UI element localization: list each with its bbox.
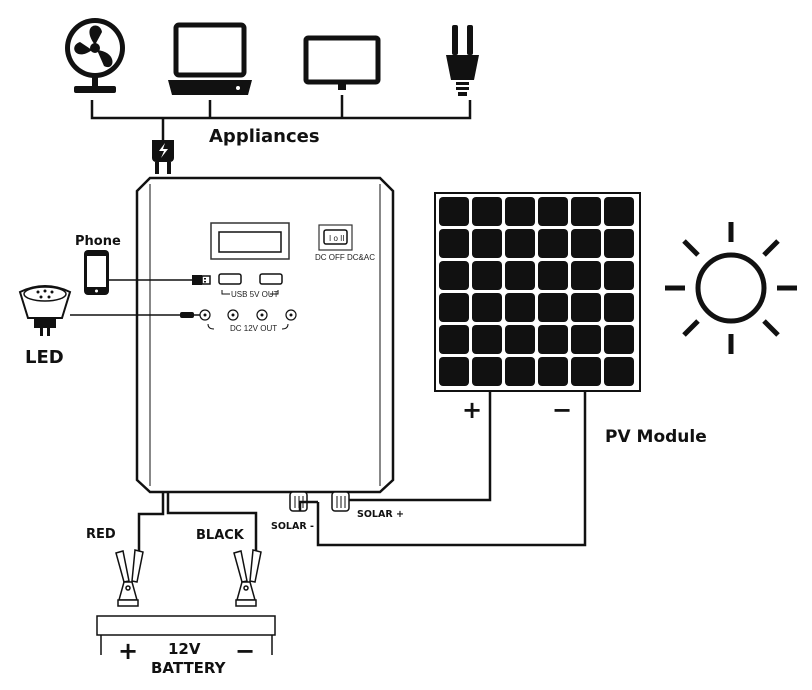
usb-port[interactable] <box>259 273 283 285</box>
solar-cell <box>604 197 634 226</box>
laptop-icon <box>168 22 252 95</box>
led-label: LED <box>25 347 64 368</box>
black-label: BLACK <box>196 528 245 543</box>
pv-plus-label: + <box>462 396 482 424</box>
battery-label: BATTERY <box>151 659 227 677</box>
solar-cell <box>505 325 535 354</box>
solar-cell <box>472 357 502 386</box>
solar-cell <box>472 229 502 258</box>
solar-cell <box>604 229 634 258</box>
solar-cell <box>505 229 535 258</box>
monitor-icon <box>303 35 381 90</box>
solar-cell <box>439 325 469 354</box>
pv-wires <box>316 391 587 547</box>
solar-cell <box>505 261 535 290</box>
solar-cell <box>505 357 535 386</box>
solar-minus-label: SOLAR - <box>271 521 314 532</box>
solar-cell <box>439 261 469 290</box>
appliance-bus-wire <box>90 95 472 140</box>
lcd-screen <box>218 231 282 253</box>
solar-cell <box>472 325 502 354</box>
sun-icon <box>665 222 797 354</box>
solar-cell <box>604 261 634 290</box>
dc-out-label: DC 12V OUT <box>230 324 277 333</box>
solar-cell <box>538 229 568 258</box>
solar-cell <box>604 293 634 322</box>
solar-cell <box>505 293 535 322</box>
mode-switch[interactable]: I o II <box>318 224 353 251</box>
usb-out-label: USB 5V OUT <box>231 290 279 299</box>
battery-voltage-label: 12V <box>168 640 201 658</box>
phone-icon <box>84 250 109 295</box>
battery-minus-label: − <box>235 637 255 665</box>
red-label: RED <box>86 527 116 542</box>
solar-cell <box>472 293 502 322</box>
usb-port[interactable] <box>218 273 242 285</box>
appliances-label: Appliances <box>209 126 320 147</box>
solar-cell <box>538 325 568 354</box>
usb-plug-icon <box>192 275 211 285</box>
solar-cell <box>571 357 601 386</box>
black-clamp-icon <box>233 549 262 607</box>
battery <box>96 615 276 655</box>
solar-cell <box>571 197 601 226</box>
solar-cell <box>538 197 568 226</box>
solar-cell <box>439 293 469 322</box>
charge-controller <box>135 176 395 494</box>
pv-minus-label: − <box>552 396 572 424</box>
solar-cell <box>439 197 469 226</box>
power-plug-icon <box>152 140 174 174</box>
solar-cell <box>571 325 601 354</box>
switch-label: DC OFF DC&AC <box>315 253 375 262</box>
solar-cell <box>505 197 535 226</box>
phone-label: Phone <box>75 234 121 249</box>
battery-wires <box>137 492 258 552</box>
solar-cell <box>538 293 568 322</box>
solar-panel <box>434 192 641 392</box>
solar-plus-terminal[interactable] <box>331 491 350 512</box>
red-clamp-icon <box>115 549 144 607</box>
solar-cell <box>571 261 601 290</box>
dc-plug-icon <box>180 312 194 318</box>
solar-cell <box>472 261 502 290</box>
svg-text:I o II: I o II <box>329 234 345 243</box>
solar-cell <box>604 357 634 386</box>
solar-cell <box>439 357 469 386</box>
solar-cell <box>439 229 469 258</box>
pv-module-label: PV Module <box>605 427 707 447</box>
solar-plus-label: SOLAR + <box>357 509 404 520</box>
solar-cell <box>538 357 568 386</box>
led-bulb-icon <box>18 285 72 336</box>
solar-cell <box>571 293 601 322</box>
plug-icon <box>446 25 479 96</box>
solar-cell <box>472 197 502 226</box>
solar-cell <box>538 261 568 290</box>
battery-plus-label: + <box>118 637 138 665</box>
solar-cell <box>604 325 634 354</box>
solar-cell <box>571 229 601 258</box>
fan-icon <box>65 18 125 93</box>
